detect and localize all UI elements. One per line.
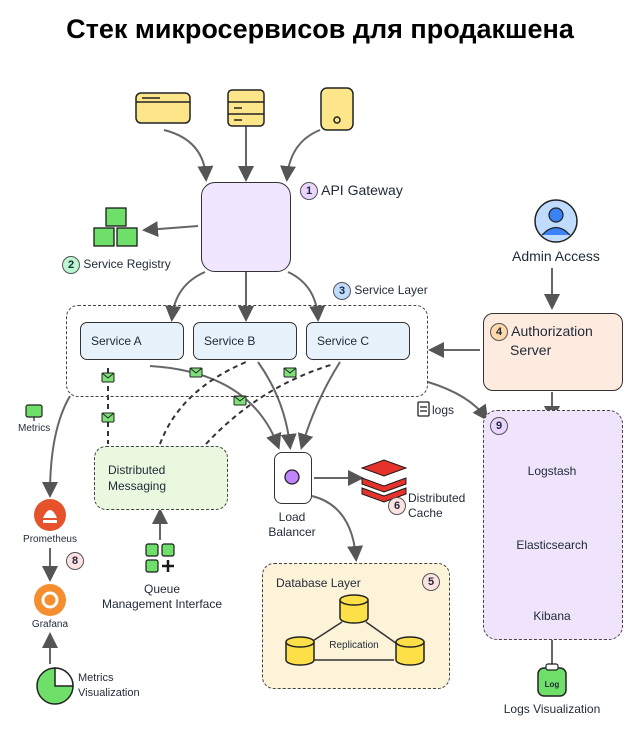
authorization-label-1: Authorization	[511, 323, 593, 339]
badge-3: 3	[333, 282, 351, 300]
logs-label: logs	[432, 403, 455, 417]
log-file-icon	[537, 663, 567, 697]
badge-4: 4	[490, 323, 508, 342]
api-gateway-label: API Gateway	[321, 182, 403, 198]
gw-svc-a-arrow	[165, 271, 206, 322]
prometheus-label: Prometheus	[23, 534, 77, 545]
metrics-visualization-label: Metrics Visualization	[78, 671, 140, 701]
api-gateway-box	[201, 182, 291, 272]
messaging-label-group: Distributed Messaging	[108, 462, 166, 494]
service-b: Service B	[193, 322, 297, 360]
user-icon	[534, 199, 578, 243]
lb-label-2: Balancer	[268, 525, 316, 539]
service-registry-label: Service Registry	[83, 257, 171, 272]
badge-5: 5	[422, 573, 440, 591]
service-a-label: Service A	[91, 334, 142, 348]
log-icon-text: Log	[544, 680, 560, 689]
logs-visualization-label: Logs Visualization	[503, 702, 601, 716]
badge-8: 8	[66, 552, 84, 570]
qmi-label-2: Management Interface	[101, 597, 223, 611]
database-layer-box	[262, 563, 450, 689]
badge-1: 1	[300, 182, 318, 201]
authorization-label-group: 4 Authorization Server	[490, 322, 593, 360]
kibana-label: Kibana	[533, 609, 571, 623]
cache-label-group: Distributed Cache	[408, 491, 465, 521]
registry-arrow	[142, 221, 199, 238]
monitor-icon	[25, 404, 43, 421]
cache-icon	[360, 459, 408, 503]
admin-access-label: Admin Access	[512, 248, 600, 264]
qmi-label-1: Queue	[143, 582, 181, 596]
gw-svc-c-arrow	[287, 271, 326, 322]
grafana-icon	[34, 584, 66, 616]
badge-9: 9	[490, 417, 508, 435]
service-c: Service C	[306, 322, 410, 360]
grafana-label: Grafana	[31, 619, 69, 630]
load-balancer-label-group: Load Balancer	[256, 510, 328, 540]
service-b-label: Service B	[204, 334, 256, 348]
logs-icon	[417, 401, 430, 417]
logs-arrow	[427, 381, 489, 422]
distributed-messaging-box	[94, 446, 228, 510]
service-registry-label-group: 2 Service Registry	[62, 256, 171, 274]
svc-c-lb-arrow	[297, 361, 341, 450]
svc-prom-arrow	[42, 395, 71, 498]
metrics-label: Metrics	[18, 423, 51, 434]
client-web-arrow	[163, 129, 214, 182]
service-layer-label-group: 3 Service Layer	[333, 282, 428, 300]
grid-icon	[145, 543, 175, 573]
api-gateway-label-group: 1 API Gateway	[300, 182, 403, 201]
mobile-client-icon	[320, 87, 354, 131]
messaging-label-2: Messaging	[108, 479, 167, 493]
elasticsearch-label: Elasticsearch	[516, 538, 588, 552]
database-layer-label: Database Layer	[276, 576, 361, 590]
qmi-label-group: Queue Management Interface	[96, 582, 228, 612]
msg-link-c	[205, 363, 335, 445]
service-c-label: Service C	[317, 334, 370, 348]
badge-6: 6	[388, 497, 406, 515]
cubes-icon	[93, 207, 138, 247]
logstash-label: Logstash	[527, 464, 577, 478]
client-mobile-arrow	[280, 129, 321, 182]
svc-b-lb-arrow	[257, 361, 297, 450]
metrics-viz-line1: Metrics	[78, 672, 114, 684]
cache-label-2: Cache	[408, 506, 443, 520]
web-client-icon	[135, 92, 191, 124]
load-balancer-box	[274, 452, 312, 504]
metrics-viz-line2: Visualization	[78, 687, 140, 699]
logging-stack-box	[483, 410, 623, 640]
svc-a-lb-arrow	[149, 365, 282, 450]
db-cylinder-icons	[285, 594, 425, 666]
page-title: Стек микросервисов для продакшена	[66, 14, 574, 44]
prometheus-icon	[34, 499, 66, 531]
badge-2: 2	[62, 256, 80, 274]
service-layer-label: Service Layer	[354, 283, 428, 298]
replication-label: Replication	[329, 640, 379, 651]
service-a: Service A	[80, 322, 184, 360]
pie-chart-icon	[36, 667, 74, 705]
lb-db-arrow	[311, 495, 364, 562]
cache-label-1: Distributed	[408, 491, 466, 505]
messaging-label-1: Distributed	[108, 463, 166, 477]
service-layer-box	[66, 305, 428, 397]
lb-label-1: Load	[278, 510, 306, 524]
authorization-label-2: Server	[510, 342, 552, 359]
database-client-icon	[227, 89, 265, 127]
